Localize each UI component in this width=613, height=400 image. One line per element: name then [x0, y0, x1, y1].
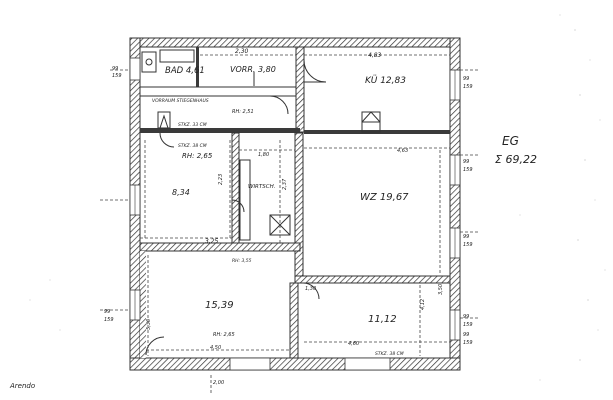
floor-label: EG	[502, 134, 519, 148]
annotations: VORRAUM STIEGENHAUS RH: 2,65 RH: 2,51 ST…	[152, 98, 404, 386]
room-se: 11,12	[368, 314, 397, 325]
room-center: WZ 19,67	[360, 192, 409, 203]
sill-label: 99	[463, 314, 469, 320]
sill-label: 99	[463, 234, 469, 240]
label-stk2: STKZ. 38 CM	[178, 143, 207, 149]
sill-label: 99	[104, 309, 110, 315]
dim-412: 4,12	[420, 299, 426, 310]
room-kitchen: KÜ 12,83	[365, 75, 406, 86]
dim-350: 3,50	[438, 284, 444, 295]
sill-label: 99	[463, 76, 469, 82]
dim-325: 3,25	[205, 238, 219, 245]
sill-label: 159	[463, 167, 473, 173]
dim-460: 4,60	[348, 341, 359, 347]
room-nw: 8,34	[172, 188, 190, 197]
dim-483: 4,83	[368, 52, 382, 59]
scan-noise	[29, 0, 613, 400]
signature-mark: Arendo	[9, 382, 35, 390]
label-stk-bottom: STKZ. 38 CM	[375, 351, 404, 357]
dim-180: 1,80	[258, 152, 269, 158]
sill-label: 159	[463, 242, 473, 248]
room-hall: VORR. 3,80	[230, 65, 276, 74]
dim-130: 1,30	[305, 286, 316, 292]
room-storage: WIRTSCH.	[248, 184, 276, 190]
bath-fixtures	[141, 49, 255, 86]
sill-label: 159	[112, 73, 122, 79]
room-labels: BAD 4,61 VORR. 3,80 KÜ 12,83 8,34 WZ 19,…	[165, 65, 409, 325]
dim-530: 5,30	[146, 319, 152, 330]
dim-230: 2,30	[235, 48, 249, 55]
stair-symbol	[157, 111, 381, 133]
sill-label: 99	[463, 332, 469, 338]
room-bath: BAD 4,61	[165, 66, 205, 76]
label-door-bottom: 2,00	[213, 380, 224, 386]
storage-cabinet	[239, 159, 291, 241]
dim-450: 4,50	[210, 345, 221, 351]
window-sill-labels: 99 159 99 159 99 159 99 159 99 159 99 15…	[104, 66, 473, 346]
floor-total-area: Σ 69,22	[495, 153, 537, 166]
label-vorraum: VORRAUM STIEGENHAUS	[152, 98, 209, 104]
room-sw: 15,39	[205, 300, 234, 311]
sill-label: 99	[112, 66, 118, 72]
sill-label: 159	[104, 317, 114, 323]
dimension-lines	[100, 54, 480, 395]
dimension-labels: 2,30 4,83 1,80 4,63 3,25 4,60 4,50 5,30 …	[146, 48, 444, 351]
label-rh-bottom: RH: 2,65	[213, 332, 235, 338]
label-rh355: RH: 3,55	[232, 258, 252, 264]
sill-label: 159	[463, 84, 473, 90]
windows	[129, 57, 461, 371]
dim-463: 4,63	[397, 148, 408, 154]
label-rh-top: RH: 2,51	[232, 109, 254, 115]
sill-label: 159	[463, 340, 473, 346]
sill-label: 99	[463, 159, 469, 165]
sill-label: 159	[463, 322, 473, 328]
dim-237: 2,37	[282, 178, 288, 190]
label-rh-nw: RH: 2,65	[182, 152, 213, 160]
dim-223: 2,23	[218, 174, 224, 185]
floor-summary: EG Σ 69,22	[495, 134, 537, 166]
label-stk1: STKZ. 33 CM	[178, 122, 207, 128]
